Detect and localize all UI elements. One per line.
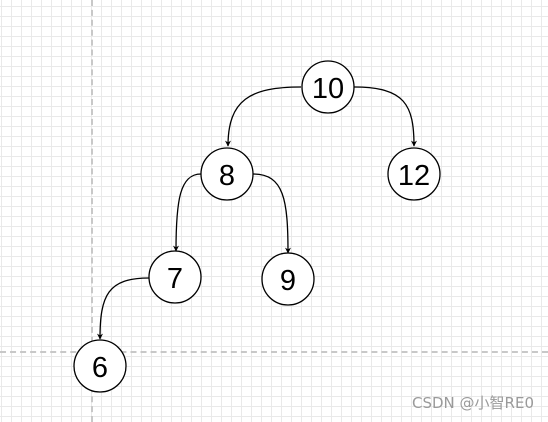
edge-8-to-9 (252, 173, 291, 254)
node-label: 9 (280, 265, 296, 297)
csdn-watermark: CSDN @小智RE0 (412, 394, 534, 412)
node-label: 6 (92, 352, 108, 384)
tree-node-6: 6 (73, 339, 127, 393)
node-label: 10 (312, 73, 344, 105)
tree-node-9: 9 (261, 252, 315, 306)
tree-node-7: 7 (148, 250, 202, 304)
vertical-guide-line (91, 0, 93, 422)
tree-node-12: 12 (387, 147, 441, 201)
tree-node-10: 10 (301, 60, 355, 114)
edge-10-to-12 (353, 86, 417, 147)
node-label: 12 (398, 160, 430, 192)
tree-node-8: 8 (200, 147, 254, 201)
horizontal-guide-line (0, 351, 548, 353)
edge-10-to-8 (225, 86, 302, 147)
edge-7-to-6 (97, 277, 150, 340)
node-label: 8 (219, 160, 235, 192)
edge-8-to-7 (173, 173, 202, 252)
node-label: 7 (167, 263, 183, 295)
